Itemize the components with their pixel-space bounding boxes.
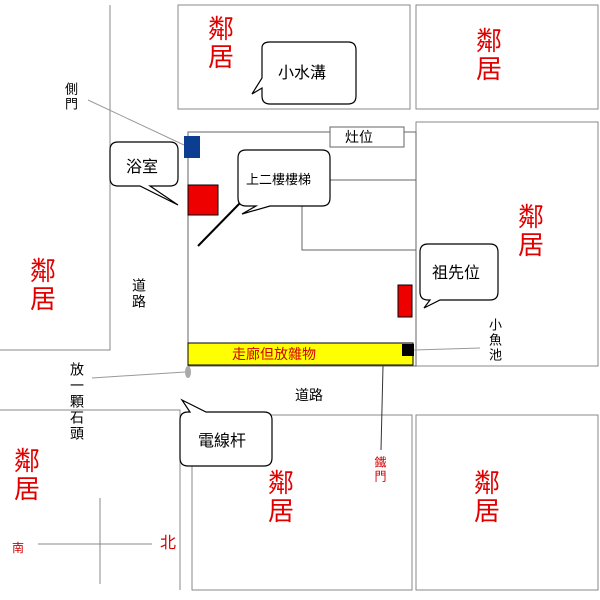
svg-text:鄰: 鄰 xyxy=(518,203,544,233)
neighbor-label-right: 鄰 居 xyxy=(518,203,544,261)
svg-text:居: 居 xyxy=(476,55,502,85)
bubble-bathroom: 浴室 xyxy=(109,141,179,206)
corridor-label: 走廊但放雜物 xyxy=(232,346,316,363)
svg-text:電線杆: 電線杆 xyxy=(198,431,246,450)
svg-text:居: 居 xyxy=(268,497,294,527)
iron-gate-label: 鐵門 xyxy=(373,456,387,484)
svg-text:鄰: 鄰 xyxy=(14,447,40,477)
neighbor-label-bottom-right: 鄰 居 xyxy=(474,469,500,527)
side-door-label: 側門 xyxy=(62,82,77,112)
neighbor-label-bottom-left: 鄰 居 xyxy=(14,447,40,505)
stone-marker xyxy=(185,366,191,378)
svg-text:小水溝: 小水溝 xyxy=(278,63,326,82)
neighbor-label-top-center: 鄰 居 xyxy=(208,15,234,73)
svg-text:居: 居 xyxy=(518,231,544,261)
neighbor-label-left: 鄰 居 xyxy=(30,257,56,315)
svg-text:鄰: 鄰 xyxy=(476,27,502,57)
svg-text:鄰: 鄰 xyxy=(474,469,500,499)
fishpond-label: 小魚池 xyxy=(486,318,501,363)
svg-text:鄰: 鄰 xyxy=(30,257,56,287)
neighbor-block-bottom-center xyxy=(191,414,413,591)
neighbor-label-bottom-center: 鄰 居 xyxy=(268,469,294,527)
road-vertical-label: 道路 xyxy=(130,278,146,310)
svg-text:鄰: 鄰 xyxy=(208,15,234,45)
stove-box xyxy=(329,126,405,148)
stone-label: 放一顆石頭 xyxy=(68,362,84,442)
side-door-pointer xyxy=(87,99,185,146)
compass-south: 南 xyxy=(12,540,24,555)
svg-text:浴室: 浴室 xyxy=(126,157,158,176)
neighbor-block-top-right xyxy=(415,4,599,110)
bubble-ancestor: 祖先位 xyxy=(419,243,499,309)
svg-text:居: 居 xyxy=(30,285,56,315)
bubble-pole: 電線杆 xyxy=(179,398,273,467)
stone-pointer xyxy=(91,371,186,379)
house-outline xyxy=(187,131,417,367)
svg-text:祖先位: 祖先位 xyxy=(432,263,480,282)
svg-text:居: 居 xyxy=(14,475,40,505)
bubble-stairs: 上二樓樓梯 xyxy=(237,149,331,215)
svg-text:鄰: 鄰 xyxy=(268,469,294,499)
neighbor-block-top-center xyxy=(177,4,411,110)
side-door-marker xyxy=(184,136,200,158)
road-horizontal-label: 道路 xyxy=(295,388,323,404)
fishpond-pointer xyxy=(413,347,481,351)
neighbor-block-left-outline xyxy=(0,5,111,351)
road-left-outline xyxy=(0,409,181,590)
svg-text:居: 居 xyxy=(208,43,234,73)
fishpond-marker xyxy=(402,344,414,356)
svg-text:上二樓樓梯: 上二樓樓梯 xyxy=(246,173,311,188)
bubble-drain: 小水溝 xyxy=(251,41,357,105)
neighbor-label-top-right: 鄰 居 xyxy=(476,27,502,85)
stove-label: 灶位 xyxy=(345,130,373,146)
ancestor-red-box xyxy=(397,284,413,318)
svg-text:居: 居 xyxy=(474,497,500,527)
bathroom-red-box xyxy=(187,184,219,216)
iron-gate-line xyxy=(380,365,384,451)
neighbor-block-bottom-right xyxy=(415,414,599,591)
compass-north: 北 xyxy=(160,533,176,552)
stairs-pointer xyxy=(197,202,241,247)
